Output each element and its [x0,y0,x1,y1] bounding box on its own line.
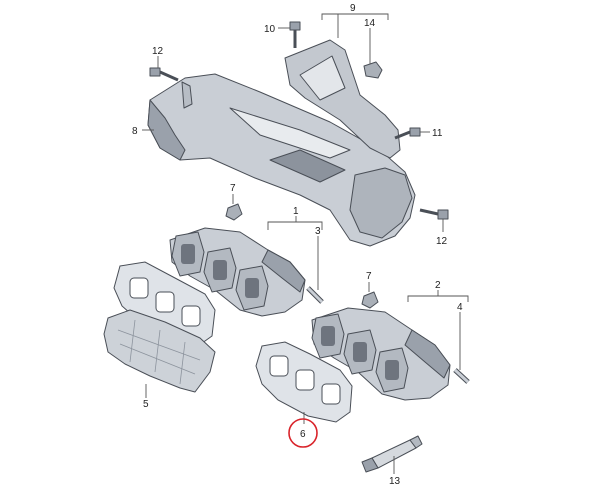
callout-labels: 9 14 10 12 8 11 12 7 1 3 7 2 4 5 6 13 [132,3,463,487]
exhaust-manifold-lower[interactable] [311,307,451,401]
stud-3[interactable] [306,286,324,304]
nut-7-upper[interactable] [225,203,243,221]
stud-4[interactable] [453,368,470,384]
bolt-12-lower[interactable] [419,208,449,220]
heat-shield[interactable] [147,73,416,247]
callout-3: 3 [315,226,321,237]
nut-7-lower[interactable] [361,291,379,309]
callout-8: 8 [132,126,138,137]
callout-2: 2 [435,280,441,291]
callout-11: 11 [432,128,443,139]
gasket-6[interactable] [255,341,353,423]
callout-12-top: 12 [152,46,164,57]
callout-7-upper: 7 [230,183,236,194]
callout-1: 1 [293,206,299,217]
sealant-tube[interactable] [361,435,423,473]
highlight-circle [288,418,318,448]
callout-12-lower: 12 [436,236,448,247]
callout-13: 13 [389,476,401,487]
bolt-10[interactable] [289,21,301,48]
callout-6: 6 [300,429,306,440]
exhaust-manifold-upper[interactable] [169,227,306,317]
callout-14: 14 [364,18,376,29]
bolt-12-top[interactable] [149,67,179,82]
callout-5: 5 [143,399,149,410]
nut-14[interactable] [363,61,383,79]
bracket[interactable] [284,39,401,159]
callout-9: 9 [350,3,356,14]
heat-shield-plate[interactable] [103,309,216,393]
callout-4: 4 [457,302,463,313]
callout-10: 10 [264,24,276,35]
leader-lines [142,13,469,474]
gasket-left[interactable] [113,261,216,347]
callout-7-lower: 7 [366,271,372,282]
